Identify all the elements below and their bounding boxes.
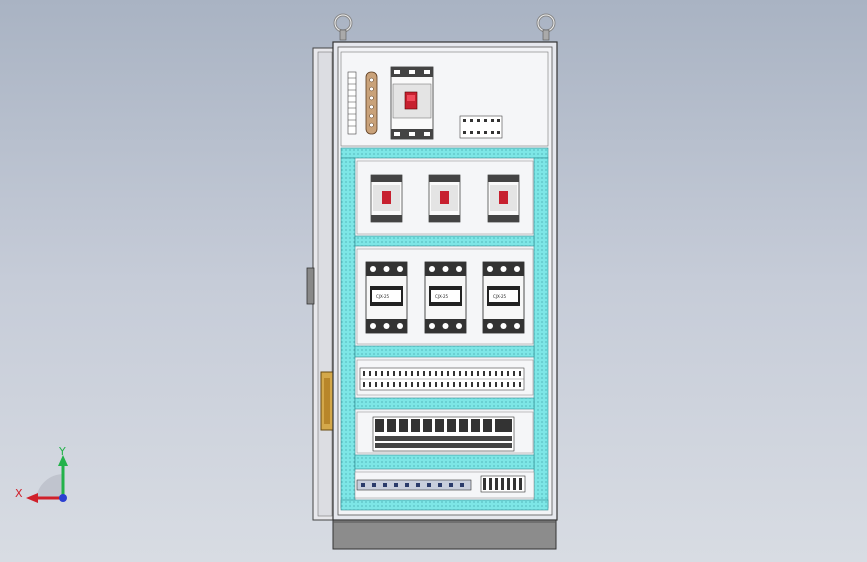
- contactor: [365, 261, 408, 334]
- main-circuit-breaker: [390, 66, 434, 140]
- axis-y-label: Y: [58, 445, 66, 458]
- circuit-breaker: [370, 174, 403, 223]
- terminal-rail: [356, 359, 534, 396]
- bottom-terminal-rail: [354, 471, 535, 499]
- contactor-label: CJX-25: [435, 294, 449, 299]
- top-mounting-plate: [340, 51, 549, 147]
- relay-row: [356, 411, 534, 454]
- cabinet-door[interactable]: [306, 47, 336, 521]
- contactor-label: CJX-25: [493, 294, 507, 299]
- breaker-row: [356, 160, 534, 235]
- cabinet-plinth: [332, 517, 557, 550]
- contactor-row: CJX-25 CJX-25 CJX-25: [356, 248, 534, 345]
- contactor-label: CJX-25: [376, 294, 390, 299]
- lifting-eye-icon: [536, 13, 556, 41]
- axis-triad[interactable]: Y X: [15, 445, 68, 503]
- lifting-eye-icon: [333, 13, 353, 41]
- cable-duct-frame: [340, 147, 549, 511]
- axis-x-label: X: [15, 487, 23, 500]
- terminal-block-group: [459, 115, 503, 139]
